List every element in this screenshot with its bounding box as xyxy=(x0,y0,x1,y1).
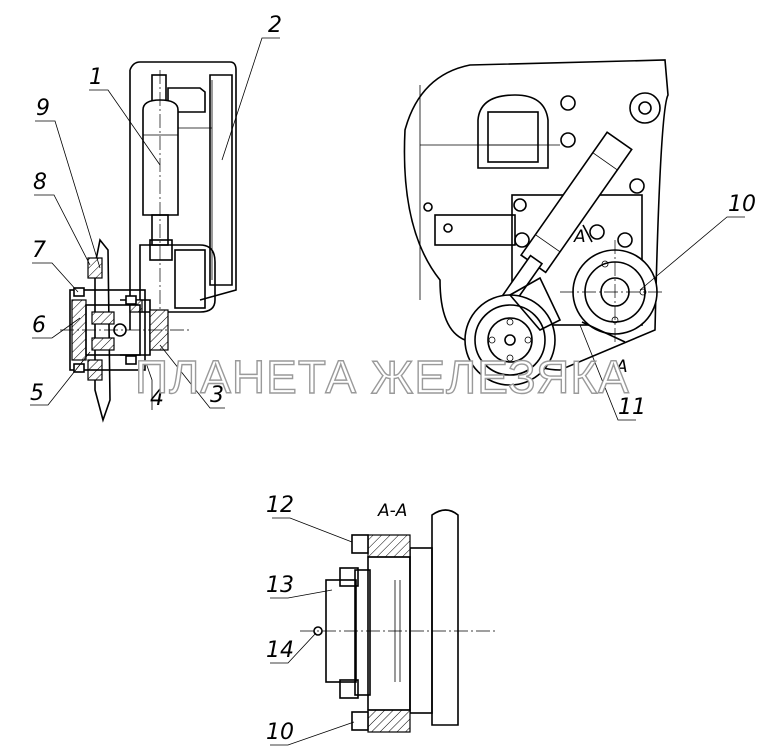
watermark: ПЛАНЕТА ЖЕЛЕЗЯКА xyxy=(135,351,630,403)
callout-10-top: 10 xyxy=(728,192,756,217)
callout-11: 11 xyxy=(618,395,646,420)
callout-10-bottom: 10 xyxy=(266,720,294,745)
callout-6: 6 xyxy=(32,313,46,338)
callout-9: 9 xyxy=(36,96,50,121)
callout-1: 1 xyxy=(89,65,103,90)
leader-lines xyxy=(30,37,745,746)
callout-12: 12 xyxy=(266,493,294,518)
callout-8: 8 xyxy=(33,170,47,195)
callout-2: 2 xyxy=(268,13,282,38)
callout-4: 4 xyxy=(150,386,164,411)
callout-14: 14 xyxy=(266,638,294,663)
front-view xyxy=(403,59,669,386)
callout-3: 3 xyxy=(210,383,224,408)
callout-13: 13 xyxy=(266,573,294,598)
callout-5: 5 xyxy=(30,381,44,406)
section-a-a xyxy=(300,509,495,733)
side-view xyxy=(60,61,237,423)
view-mark-a-top: A xyxy=(573,227,586,247)
callout-7: 7 xyxy=(32,238,46,263)
section-label: A-A xyxy=(377,501,407,521)
callouts: 1 2 9 8 7 6 5 4 3 10 11 12 13 14 10 A-A … xyxy=(30,13,756,745)
view-mark-a-bottom: A xyxy=(615,357,628,377)
